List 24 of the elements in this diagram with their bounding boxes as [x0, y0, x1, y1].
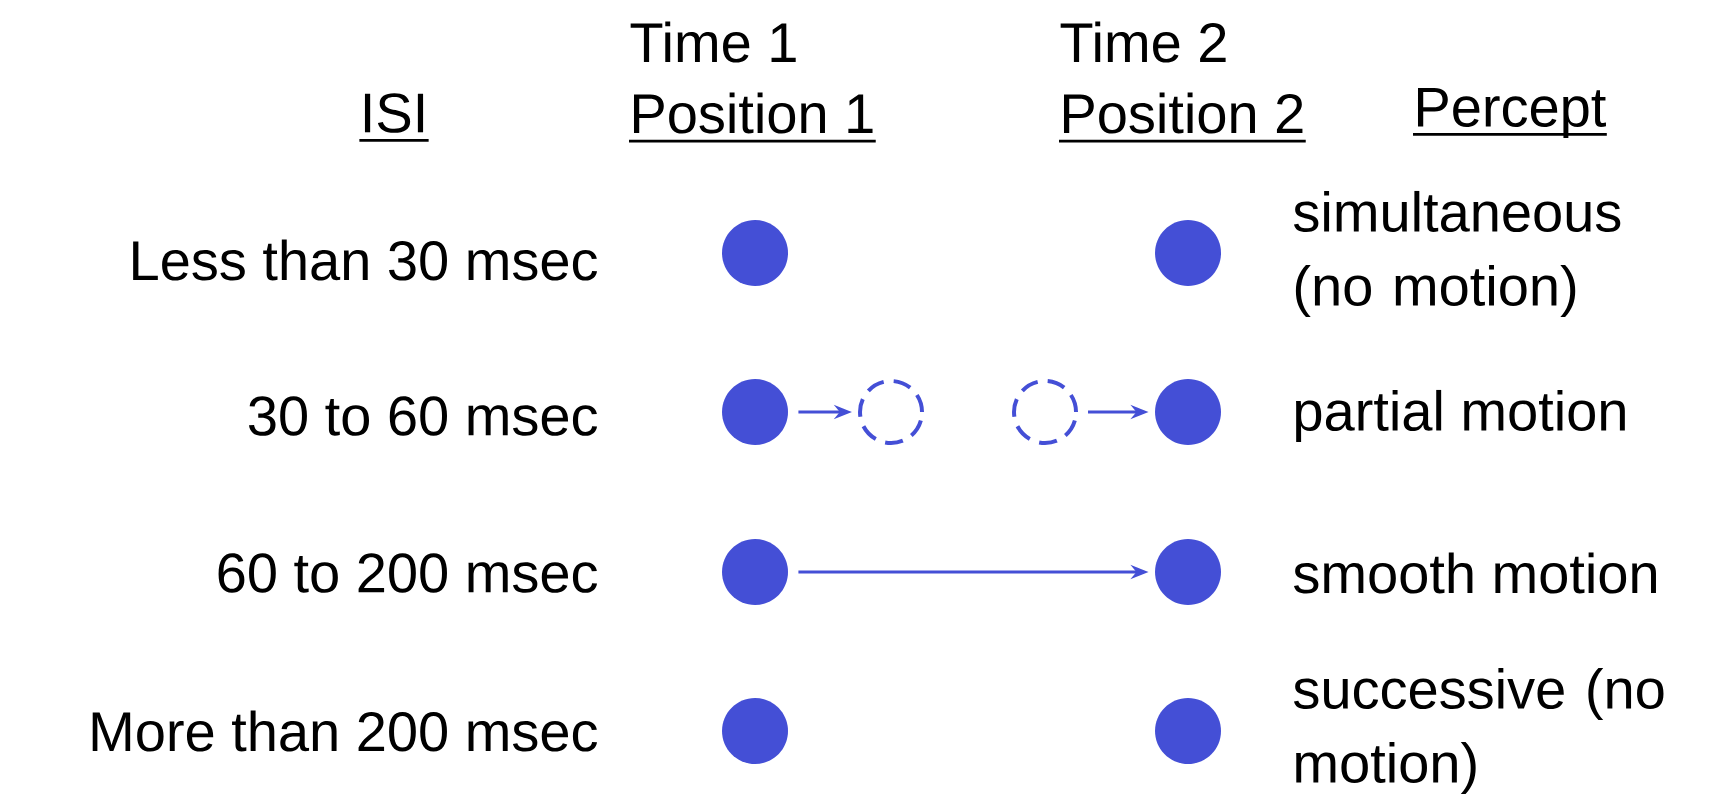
row-label: More than 200 msec: [92, 710, 597, 752]
percept-text: successive (no motion): [1294, 667, 1664, 795]
column-header: Position 2: [1059, 92, 1306, 143]
row-label: 60 to 200 msec: [218, 553, 598, 593]
percept-text: partial motion: [1296, 389, 1625, 443]
dot: [722, 539, 788, 605]
dot: [1155, 379, 1221, 445]
dot: [722, 220, 788, 286]
dot: [1155, 220, 1221, 286]
column-header: Time 2: [1060, 21, 1226, 63]
column-header: ISI: [359, 93, 429, 142]
column-header: Position 1: [629, 92, 876, 143]
row-label: Less than 30 msec: [133, 239, 597, 281]
row-label: 30 to 60 msec: [249, 396, 598, 436]
column-header: Percept: [1413, 87, 1607, 139]
dashed-circle: [1012, 379, 1078, 445]
dot: [722, 698, 788, 764]
dot: [722, 379, 788, 445]
column-header: Time 1: [630, 21, 796, 63]
dashed-circle: [858, 379, 924, 445]
dot: [1155, 539, 1221, 605]
dot: [1155, 698, 1221, 764]
percept-text: simultaneous (no motion): [1294, 190, 1621, 318]
percept-text: smooth motion: [1294, 552, 1656, 594]
